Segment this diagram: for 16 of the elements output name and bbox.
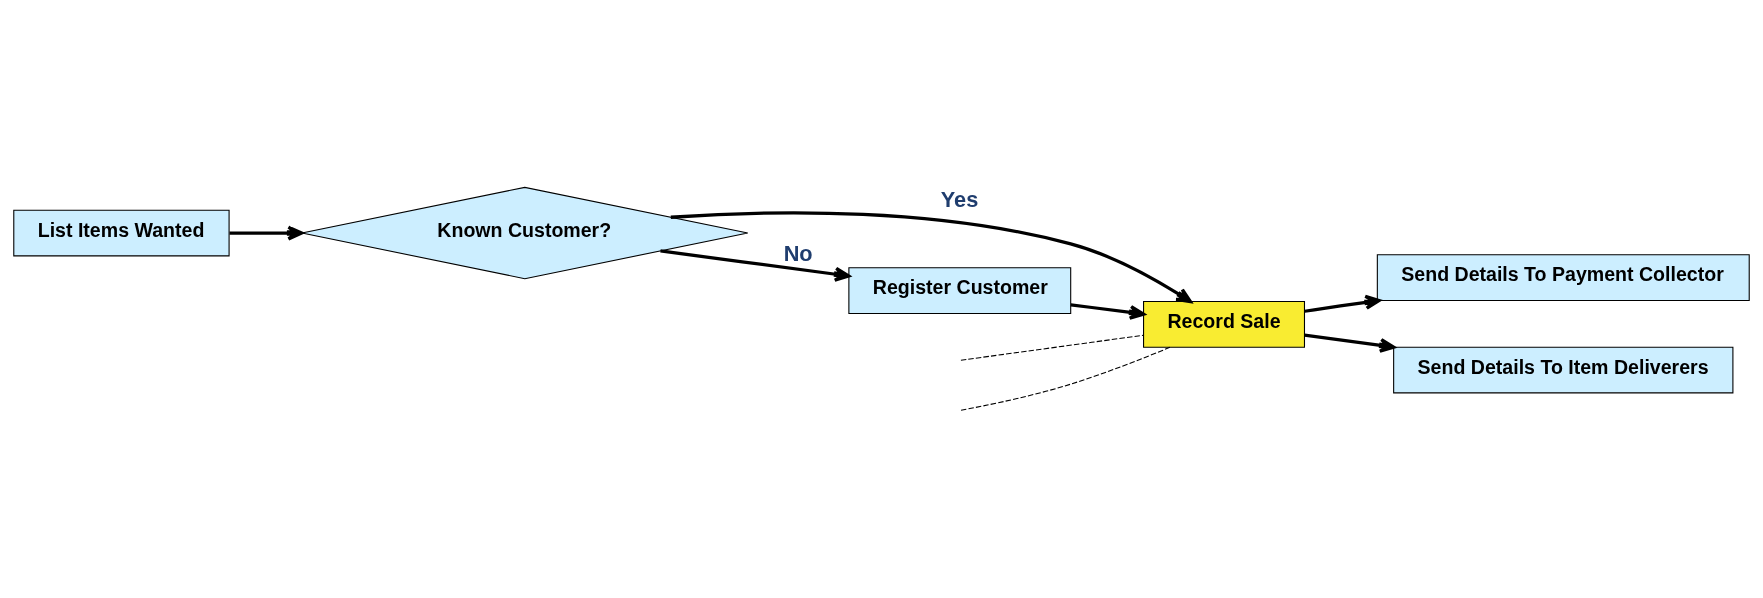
node-diamond: Known Customer? [301,186,749,280]
arrow [229,225,304,241]
node-box: Record Sale [1143,300,1306,348]
arrow [1070,303,1146,320]
edge-label: Yes [940,186,979,212]
connector [960,334,1144,361]
node-box: List Items Wanted [13,209,230,257]
connector [960,346,1171,411]
edge-label: No [783,241,813,267]
node-box: Register Customer [848,267,1072,315]
node-box: Send Details To Item Deliverers [1393,346,1734,394]
arrow [670,211,1192,304]
arrow [1304,294,1381,313]
arrow [1304,333,1396,353]
node-box: Send Details To Payment Collector [1376,254,1750,301]
arrow [660,249,851,282]
